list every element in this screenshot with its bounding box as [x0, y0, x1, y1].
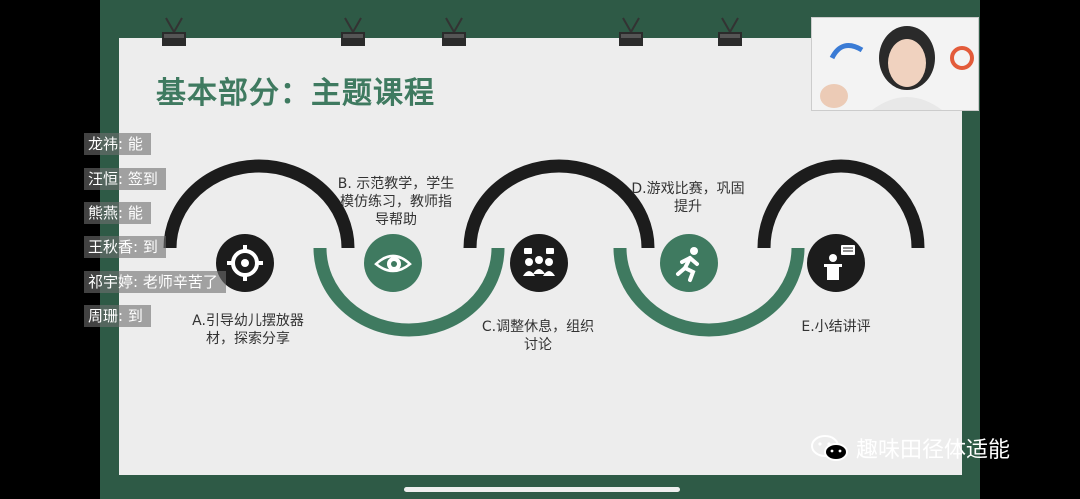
binder-clip-icon — [341, 17, 365, 46]
running-person-icon — [660, 234, 718, 292]
binder-clip-icon — [162, 17, 186, 46]
group-discussion-icon — [510, 234, 568, 292]
slide-title: 基本部分：主题课程 — [156, 76, 435, 111]
gear-icon — [216, 234, 274, 292]
wechat-icon — [811, 435, 848, 461]
binder-clip-icon — [442, 17, 466, 46]
chat-message: 熊燕: 能 — [84, 202, 151, 224]
chat-message: 周珊: 到 — [84, 305, 151, 327]
wechat-watermark: 趣味田径体适能 — [810, 432, 1010, 464]
home-indicator[interactable] — [404, 487, 680, 492]
eye-icon — [364, 234, 422, 292]
teacher-avatar — [812, 18, 978, 110]
chat-message: 祁宇婷: 老师辛苦了 — [84, 271, 226, 293]
binder-clip-icon — [619, 17, 643, 46]
binder-clip-icon — [718, 17, 742, 46]
step-a-label: A.引导幼儿摆放器 材，探索分享 — [192, 313, 304, 347]
chat-message: 汪恒: 签到 — [84, 168, 166, 190]
step-d-label: D.游戏比赛，巩固 提升 — [631, 181, 745, 215]
step-c-label: C.调整休息，组织 讨论 — [481, 319, 595, 353]
speaker-podium-icon — [807, 234, 865, 292]
chat-message: 王秋香: 到 — [84, 236, 166, 258]
step-b-label: B. 示范教学，学生 模仿练习，教师指 导帮助 — [337, 176, 455, 228]
step-e-label: E.小结讲评 — [801, 319, 871, 335]
chat-message: 龙祎: 能 — [84, 133, 151, 155]
teacher-video-feed[interactable] — [811, 17, 979, 111]
